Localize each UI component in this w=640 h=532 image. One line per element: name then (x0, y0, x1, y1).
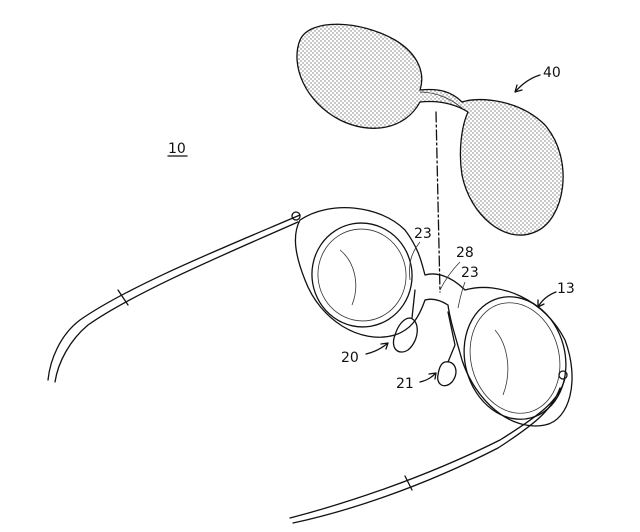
label-10: 10 (168, 141, 186, 157)
arrow-13 (537, 291, 557, 308)
left-temple-tip-mark (117, 289, 129, 306)
nose-pad-arm-right (447, 311, 456, 363)
label-28: 28 (456, 245, 474, 261)
right-temple-tip-mark (404, 475, 413, 491)
frame (294, 207, 573, 427)
label-23-left: 23 (414, 226, 432, 242)
nose-pad-left (392, 317, 418, 353)
label-13: 13 (557, 281, 575, 297)
right-temple (289, 377, 566, 524)
label-40: 40 (543, 65, 561, 81)
left-temple (47, 214, 301, 383)
center-axis-line (435, 111, 441, 293)
nose-pad-arm-left (411, 289, 416, 319)
label-23-right: 23 (461, 265, 479, 281)
arrow-40 (514, 74, 541, 93)
label-21: 21 (396, 376, 414, 392)
clip-on-lens (296, 23, 564, 236)
leader-23b (457, 281, 466, 309)
leader-23a (409, 241, 421, 281)
right-hinge (558, 370, 568, 380)
nose-pad-right (437, 361, 457, 387)
arrow-21 (419, 372, 437, 383)
arrow-20 (365, 342, 389, 355)
leader-28 (439, 261, 461, 291)
left-hinge (291, 211, 301, 221)
label-20: 20 (341, 350, 359, 366)
